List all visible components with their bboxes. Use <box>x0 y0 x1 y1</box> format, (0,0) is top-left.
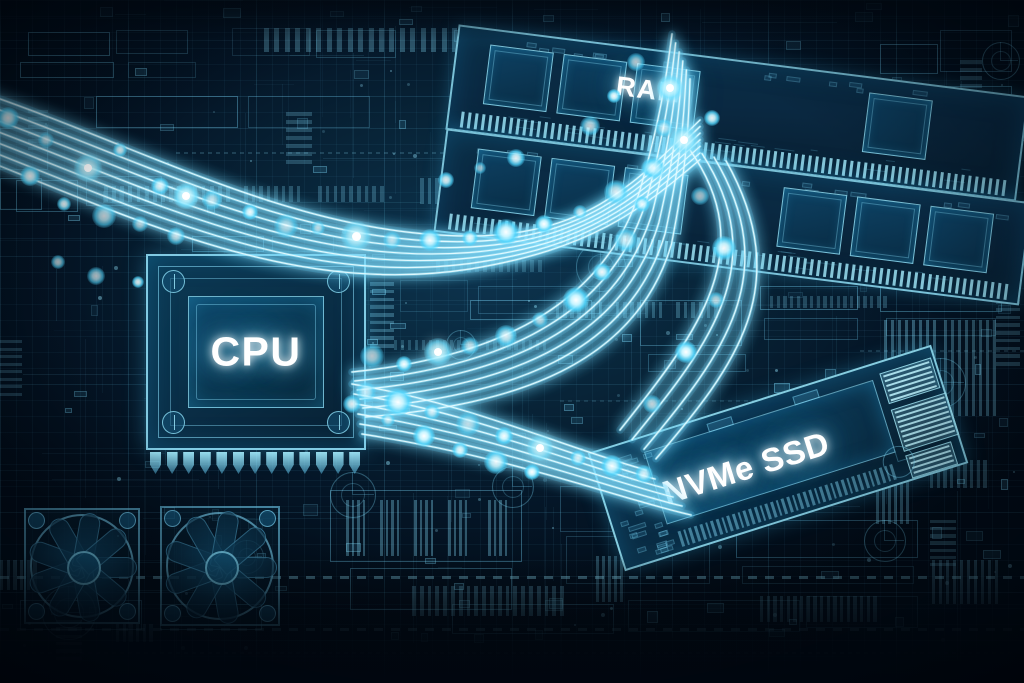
data-particle-core <box>680 136 688 144</box>
data-particle-core <box>351 231 361 241</box>
data-particle-core <box>434 348 442 356</box>
data-particle-core <box>666 84 674 92</box>
data-particle-core <box>84 164 92 172</box>
data-particle-core <box>536 444 544 452</box>
data-particle-core <box>182 192 190 200</box>
